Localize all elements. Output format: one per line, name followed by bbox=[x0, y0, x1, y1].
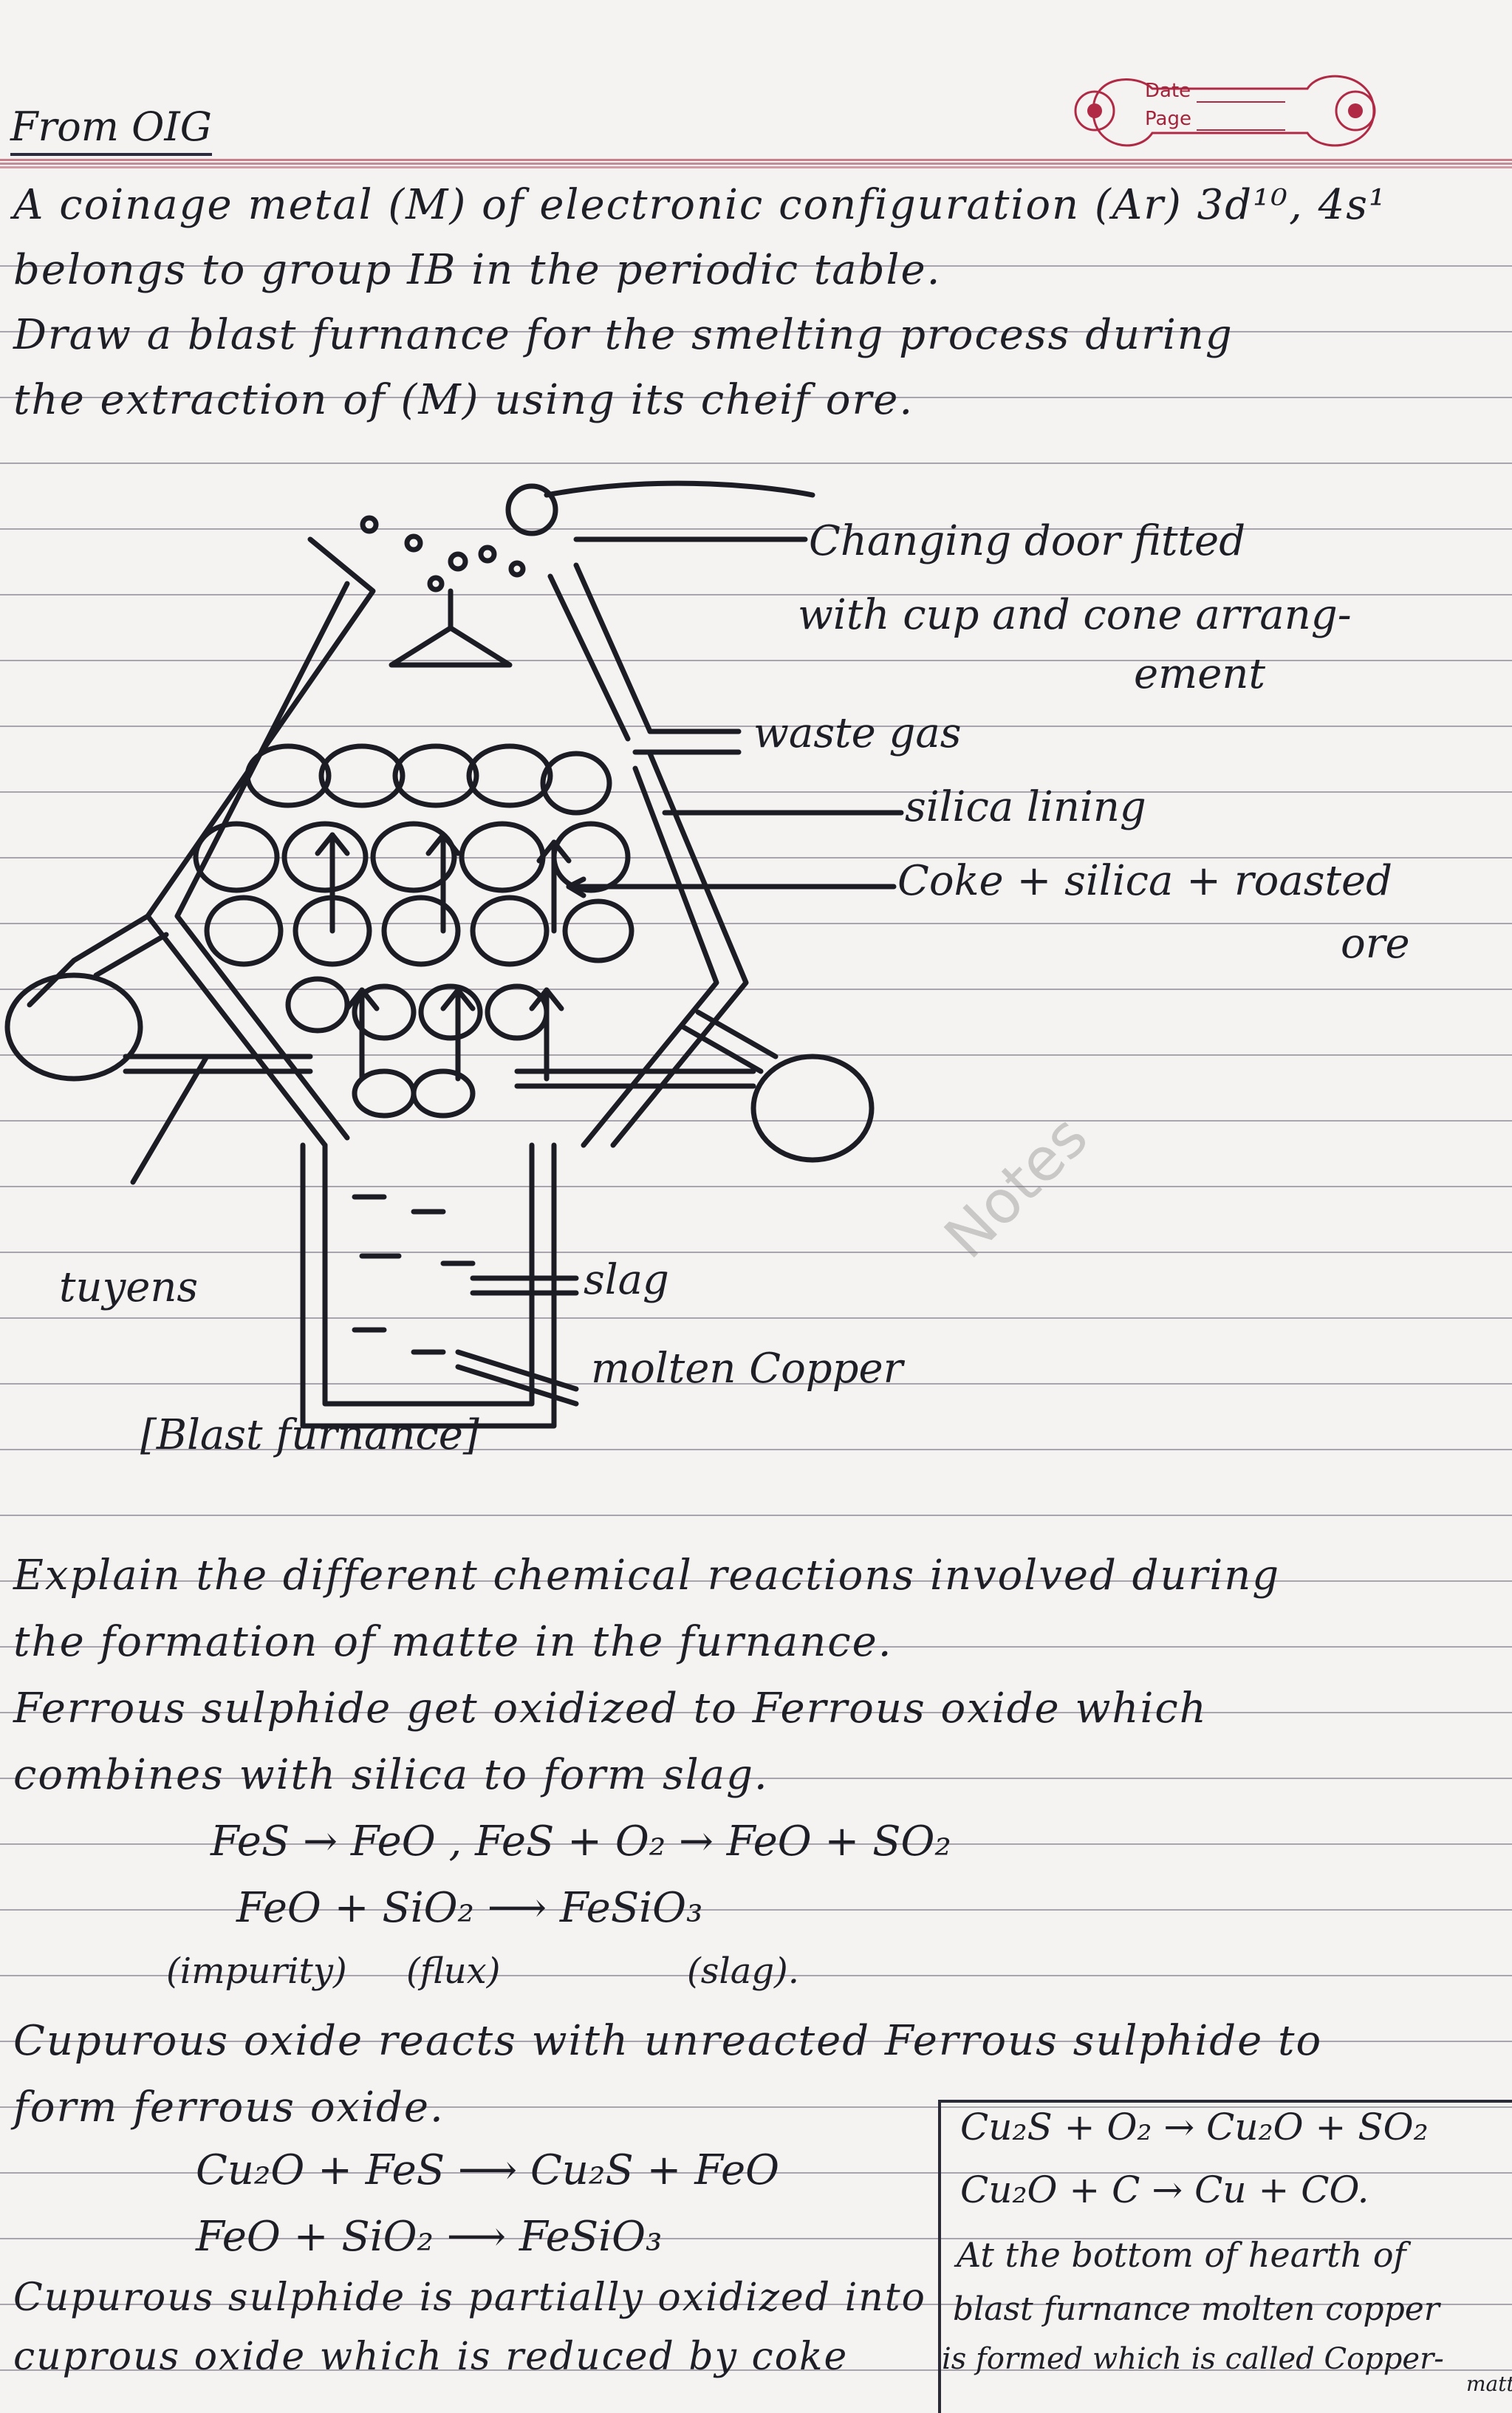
label-tuyeres: tuyens bbox=[59, 1263, 199, 1311]
label-charge-1: Coke + silica + roasted bbox=[897, 857, 1393, 905]
stamp-frame-icon bbox=[1074, 75, 1376, 147]
label-charging-door-2: with cup and cone arrang- bbox=[798, 591, 1352, 639]
question2-line-1: Explain the different chemical reactions… bbox=[13, 1552, 1281, 1600]
side-note-line-3: At the bottom of hearth of bbox=[957, 2235, 1406, 2275]
question2-line-3: Ferrous sulphide get oxidized to Ferrous… bbox=[13, 1685, 1208, 1733]
label-charge-2: ore bbox=[1341, 920, 1410, 968]
equation-slag-formation: FeO + SiO₂ ⟶ FeSiO₃ bbox=[236, 1884, 703, 1932]
side-note-tail: matte bbox=[1466, 2372, 1512, 2396]
question1-line-1: A coinage metal (M) of electronic config… bbox=[13, 181, 1387, 229]
label-slag-product: (slag). bbox=[687, 1950, 800, 1992]
margin-line-top bbox=[0, 159, 1512, 161]
label-waste-gas: waste gas bbox=[753, 709, 962, 757]
label-slag: slag bbox=[584, 1256, 669, 1304]
side-note-box bbox=[938, 2100, 1512, 2413]
blast-furnace-diagram bbox=[0, 443, 1512, 1515]
source-heading: From OIG bbox=[10, 103, 212, 156]
question1-line-2: belongs to group IB in the periodic tabl… bbox=[13, 246, 942, 294]
date-page-stamp: Date Page bbox=[1064, 59, 1389, 163]
side-note-line-4: blast furnance molten copper bbox=[953, 2290, 1440, 2328]
equation-fes-oxidation: FeS → FeO , FeS + O₂ → FeO + SO₂ bbox=[211, 1818, 951, 1866]
paragraph2-line-1: Cupurous oxide reacts with unreacted Fer… bbox=[13, 2017, 1323, 2065]
label-silica-lining: silica lining bbox=[905, 783, 1146, 831]
blast-furnace-drawing bbox=[4, 480, 904, 1429]
label-charging-door-1: Changing door fitted bbox=[809, 517, 1246, 565]
paragraph2-line-2: form ferrous oxide. bbox=[13, 2083, 445, 2132]
diagram-caption: [Blast furnance] bbox=[140, 1411, 479, 1459]
side-note-line-1: Cu₂S + O₂ → Cu₂O + SO₂ bbox=[960, 2106, 1429, 2149]
stamp-date-label: Date bbox=[1145, 80, 1191, 102]
margin-line-top-2 bbox=[0, 166, 1512, 168]
label-molten-copper: molten Copper bbox=[591, 1345, 903, 1393]
stamp-page-label: Page bbox=[1145, 108, 1191, 130]
side-note-line-5: is formed which is called Copper- bbox=[942, 2342, 1444, 2376]
question1-line-4: the extraction of (M) using its cheif or… bbox=[13, 376, 914, 424]
side-note-line-2: Cu₂O + C → Cu + CO. bbox=[960, 2168, 1369, 2211]
question1-line-3: Draw a blast furnance for the smelting p… bbox=[13, 311, 1234, 359]
equation-feo-sio2: FeO + SiO₂ ⟶ FeSiO₃ bbox=[196, 2213, 663, 2261]
label-charging-door-3: ement bbox=[1134, 650, 1265, 698]
label-flux: (flux) bbox=[406, 1950, 501, 1992]
question2-line-4: combines with silica to form slag. bbox=[13, 1751, 769, 1799]
paragraph3-line-2: cuprous oxide which is reduced by coke bbox=[13, 2335, 849, 2379]
question2-line-2: the formation of matte in the furnance. bbox=[13, 1618, 893, 1666]
label-impurity: (impurity) bbox=[166, 1950, 347, 1992]
paragraph3-line-1: Cupurous sulphide is partially oxidized … bbox=[13, 2276, 926, 2320]
equation-cu2o-fes: Cu₂O + FeS ⟶ Cu₂S + FeO bbox=[196, 2146, 780, 2194]
